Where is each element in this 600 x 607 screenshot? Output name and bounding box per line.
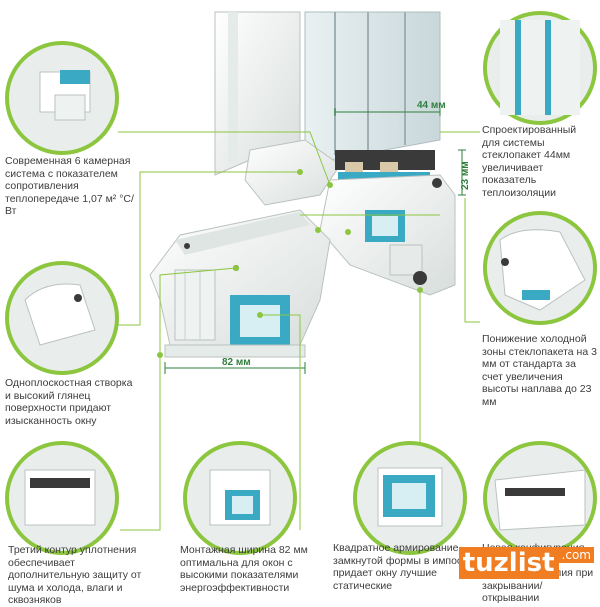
callout-mounting-width: Монтажная ширина 82 мм оптимальна для ок… (180, 544, 308, 594)
detail-circle-bottom-2 (183, 441, 297, 555)
callout-44mm-glass: Спроектированный для системы стеклопакет… (482, 124, 577, 199)
detail-circle-mid-left (5, 261, 119, 375)
detail-circle-bottom-1 (5, 441, 119, 555)
dim-mounting-label: 82 мм (222, 357, 251, 368)
detail-circle-top-left (5, 41, 119, 155)
watermark-domain: .com (558, 547, 594, 563)
detail-circle-bottom-4 (483, 441, 597, 555)
watermark-brand: tuzlist (458, 547, 559, 579)
callout-third-seal: Третий контур уплотнения обеспечивает до… (8, 544, 142, 607)
main-profile-illustration (149, 11, 456, 358)
callout-square-reinforcement: Квадратное армирование замкнутой формы в… (333, 542, 473, 592)
detail-circle-bottom-3 (353, 441, 467, 555)
callout-cold-zone: Понижение холодной зоны стеклопакета на … (482, 333, 597, 408)
window-profile-diagram: 44 мм 23 мм 82 мм (5, 11, 597, 555)
callout-dots (157, 169, 423, 358)
tuzlist-watermark: tuzlist.com (458, 547, 594, 579)
dimension-lines (164, 108, 466, 374)
detail-circle-top-right (483, 11, 597, 125)
callout-leaders (118, 131, 480, 531)
dim-overlap-label: 23 мм (460, 161, 471, 190)
dim-glass-label: 44 мм (417, 100, 446, 111)
callout-six-chamber: Современная 6 камерная система с показат… (5, 155, 134, 218)
callout-single-plane-sash: Одноплоскостная створка и высокий глянец… (5, 377, 133, 427)
detail-circle-mid-right (483, 211, 597, 325)
